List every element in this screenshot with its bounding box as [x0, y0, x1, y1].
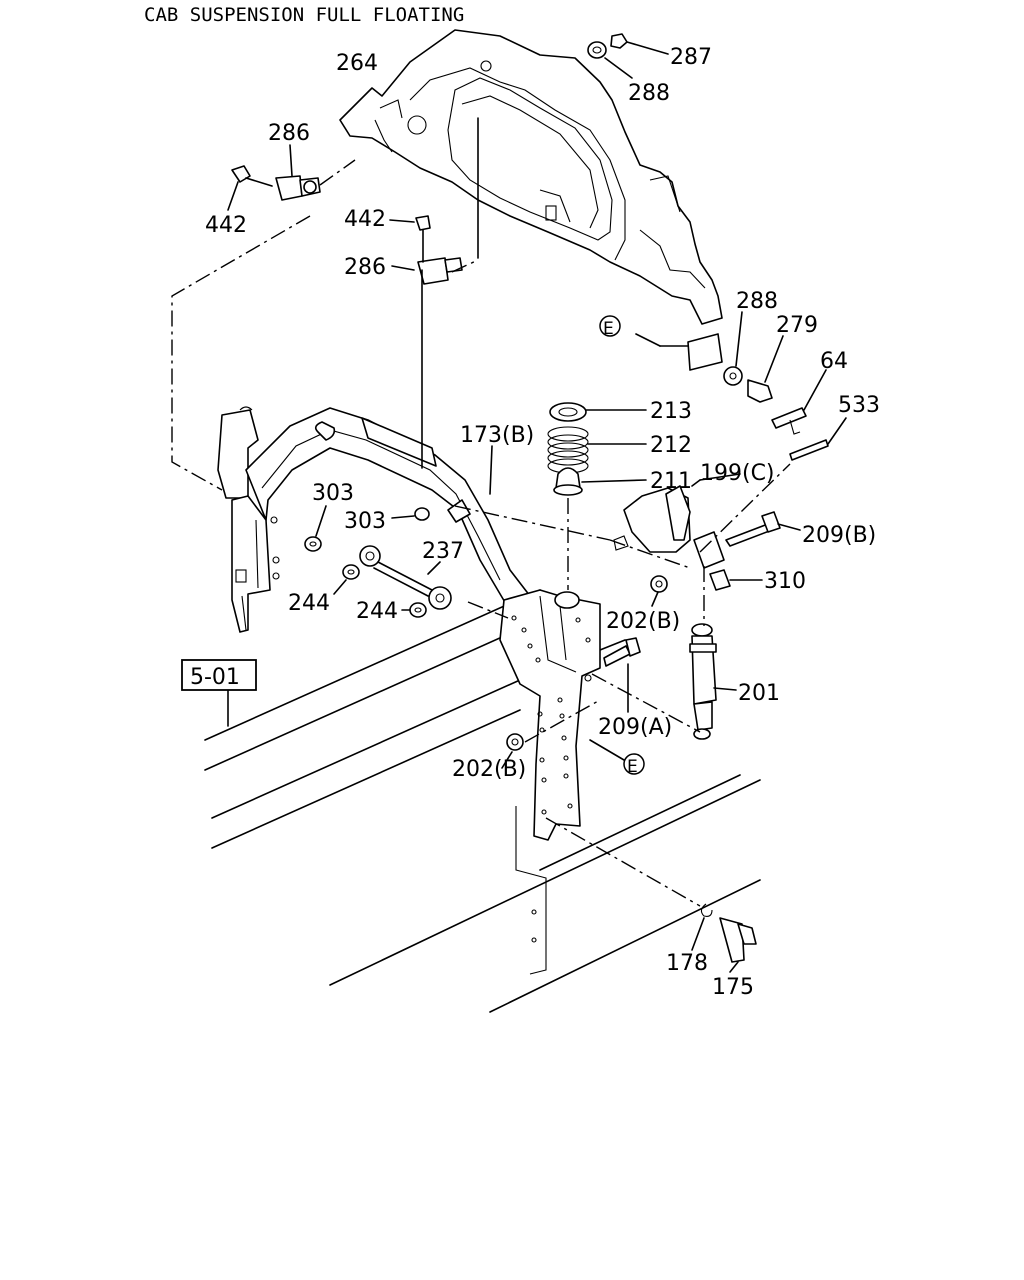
callout-209a: 209(A): [598, 715, 672, 740]
marker-e-upper: E: [599, 315, 621, 339]
callout-286-middle: 286: [344, 255, 386, 280]
clip-310: [709, 569, 763, 591]
callout-244-upper: 244: [288, 591, 330, 616]
callout-211: 211: [650, 469, 692, 494]
diagram-title: CAB SUSPENSION FULL FLOATING: [144, 4, 464, 26]
callout-199c: 199(C): [700, 461, 775, 486]
callout-264: 264: [336, 51, 378, 76]
svg-text:E: E: [627, 757, 638, 777]
alignment-lines: [171, 215, 791, 907]
chassis-frame-rails: [204, 589, 761, 1013]
suspension-bracket-tower: [499, 589, 601, 975]
callout-178: 178: [666, 951, 708, 976]
bolt-209a: [603, 637, 641, 713]
nut-303-lower: [391, 507, 430, 521]
clip-533: [789, 417, 847, 461]
coil-spring-212: [547, 426, 647, 474]
washer-178: [691, 903, 713, 951]
cab-frame-173b: [217, 269, 531, 633]
reference-box-5-01[interactable]: 5-01: [181, 659, 257, 691]
callout-202b-upper: 202(B): [606, 609, 680, 634]
callout-209b: 209(B): [802, 523, 876, 548]
callout-244-lower: 244: [356, 599, 398, 624]
callout-64: 64: [820, 349, 848, 374]
callout-288-upper: 288: [628, 81, 670, 106]
bracket-199c: [613, 473, 741, 569]
callout-442-middle: 442: [344, 207, 386, 232]
callout-286-upper: 286: [268, 121, 310, 146]
callout-303-lower: 303: [344, 509, 386, 534]
nut-244-lower: [401, 602, 427, 618]
callout-442-upper: 442: [205, 213, 247, 238]
nut-303-upper: [304, 505, 327, 552]
nut-244-upper: [333, 564, 360, 595]
reference-box-label: 5-01: [190, 665, 240, 690]
link-rod-237: [359, 499, 471, 610]
callout-287: 287: [670, 45, 712, 70]
nut-287-washer-288: [587, 33, 669, 79]
cab-mount-bracket-264: [339, 29, 723, 325]
marker-e-lower: E: [623, 753, 645, 777]
callout-303-upper: 303: [312, 481, 354, 506]
callout-175: 175: [712, 975, 754, 1000]
callout-237: 237: [422, 539, 464, 564]
bolt-209b: [725, 511, 801, 547]
bolt-175: [719, 917, 757, 973]
nut-202b-lower: [501, 733, 524, 769]
bolt-279-washer-288: [687, 311, 784, 403]
callout-173b: 173(B): [460, 423, 534, 448]
svg-text:E: E: [603, 319, 614, 339]
callout-213: 213: [650, 399, 692, 424]
nut-202b-upper: [650, 575, 668, 607]
callout-279: 279: [776, 313, 818, 338]
rubber-stopper-211: [553, 467, 647, 590]
shock-absorber-201: [689, 566, 737, 740]
bracket-286-upper: [227, 144, 356, 211]
clip-64: [771, 369, 827, 435]
callout-310: 310: [764, 569, 806, 594]
callout-202b-lower: 202(B): [452, 757, 526, 782]
callout-201: 201: [738, 681, 780, 706]
spring-seat-213: [549, 402, 647, 422]
callout-212: 212: [650, 433, 692, 458]
callout-533: 533: [838, 393, 880, 418]
callout-288-lower: 288: [736, 289, 778, 314]
callout-labels: 264 287 288 286 442 442 286 288 279 64 5…: [205, 45, 880, 1000]
